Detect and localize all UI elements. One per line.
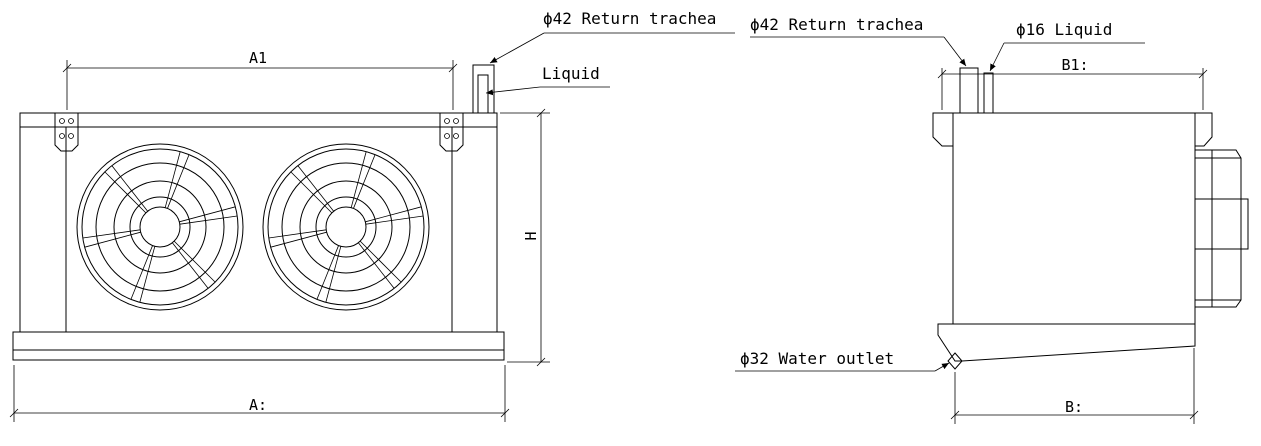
side-water-leader: ϕ32 Water outlet [735, 349, 950, 372]
dim-a: A: [9, 365, 510, 422]
dim-b-label: B: [1065, 398, 1083, 416]
front-liquid-label: Liquid [542, 64, 600, 83]
side-return-leader: ϕ42 Return trachea [750, 15, 967, 67]
dim-b1: B1: [937, 56, 1208, 110]
dim-a1: A1 [62, 49, 458, 110]
side-view: B1: B: ϕ42 Return trachea ϕ16 Liquid ϕ32… [735, 15, 1249, 424]
side-return-pipe [959, 67, 979, 114]
dim-b: B: [950, 348, 1199, 424]
front-view: A1 A: H ϕ42 Return trachea [9, 9, 735, 422]
side-liquid-pipe [983, 72, 994, 114]
front-housing [19, 112, 498, 333]
right-bracket [439, 112, 464, 152]
fan-left [76, 143, 244, 311]
side-left-flange [932, 112, 954, 147]
front-pipe-stub [472, 64, 495, 114]
side-drain-pan [937, 323, 1196, 370]
front-liquid-leader: Liquid [485, 64, 610, 96]
side-liquid-leader: ϕ16 Liquid [989, 20, 1145, 72]
dim-b1-label: B1: [1061, 56, 1088, 74]
front-return-leader: ϕ42 Return trachea [489, 9, 735, 64]
dim-a-label: A: [249, 396, 267, 414]
fan-right [262, 143, 430, 311]
side-body [952, 112, 1196, 325]
dim-a1-label: A1 [249, 49, 267, 67]
front-return-label: ϕ42 Return trachea [543, 9, 716, 28]
side-fan-housing [1194, 149, 1249, 308]
dim-h-label: H [522, 231, 540, 240]
left-bracket [54, 112, 79, 152]
dim-h: H [500, 108, 550, 367]
side-liquid-label: ϕ16 Liquid [1016, 20, 1112, 39]
side-water-label: ϕ32 Water outlet [740, 349, 894, 368]
side-right-flange [1194, 112, 1213, 147]
front-base [12, 331, 505, 361]
side-return-label: ϕ42 Return trachea [750, 15, 923, 34]
